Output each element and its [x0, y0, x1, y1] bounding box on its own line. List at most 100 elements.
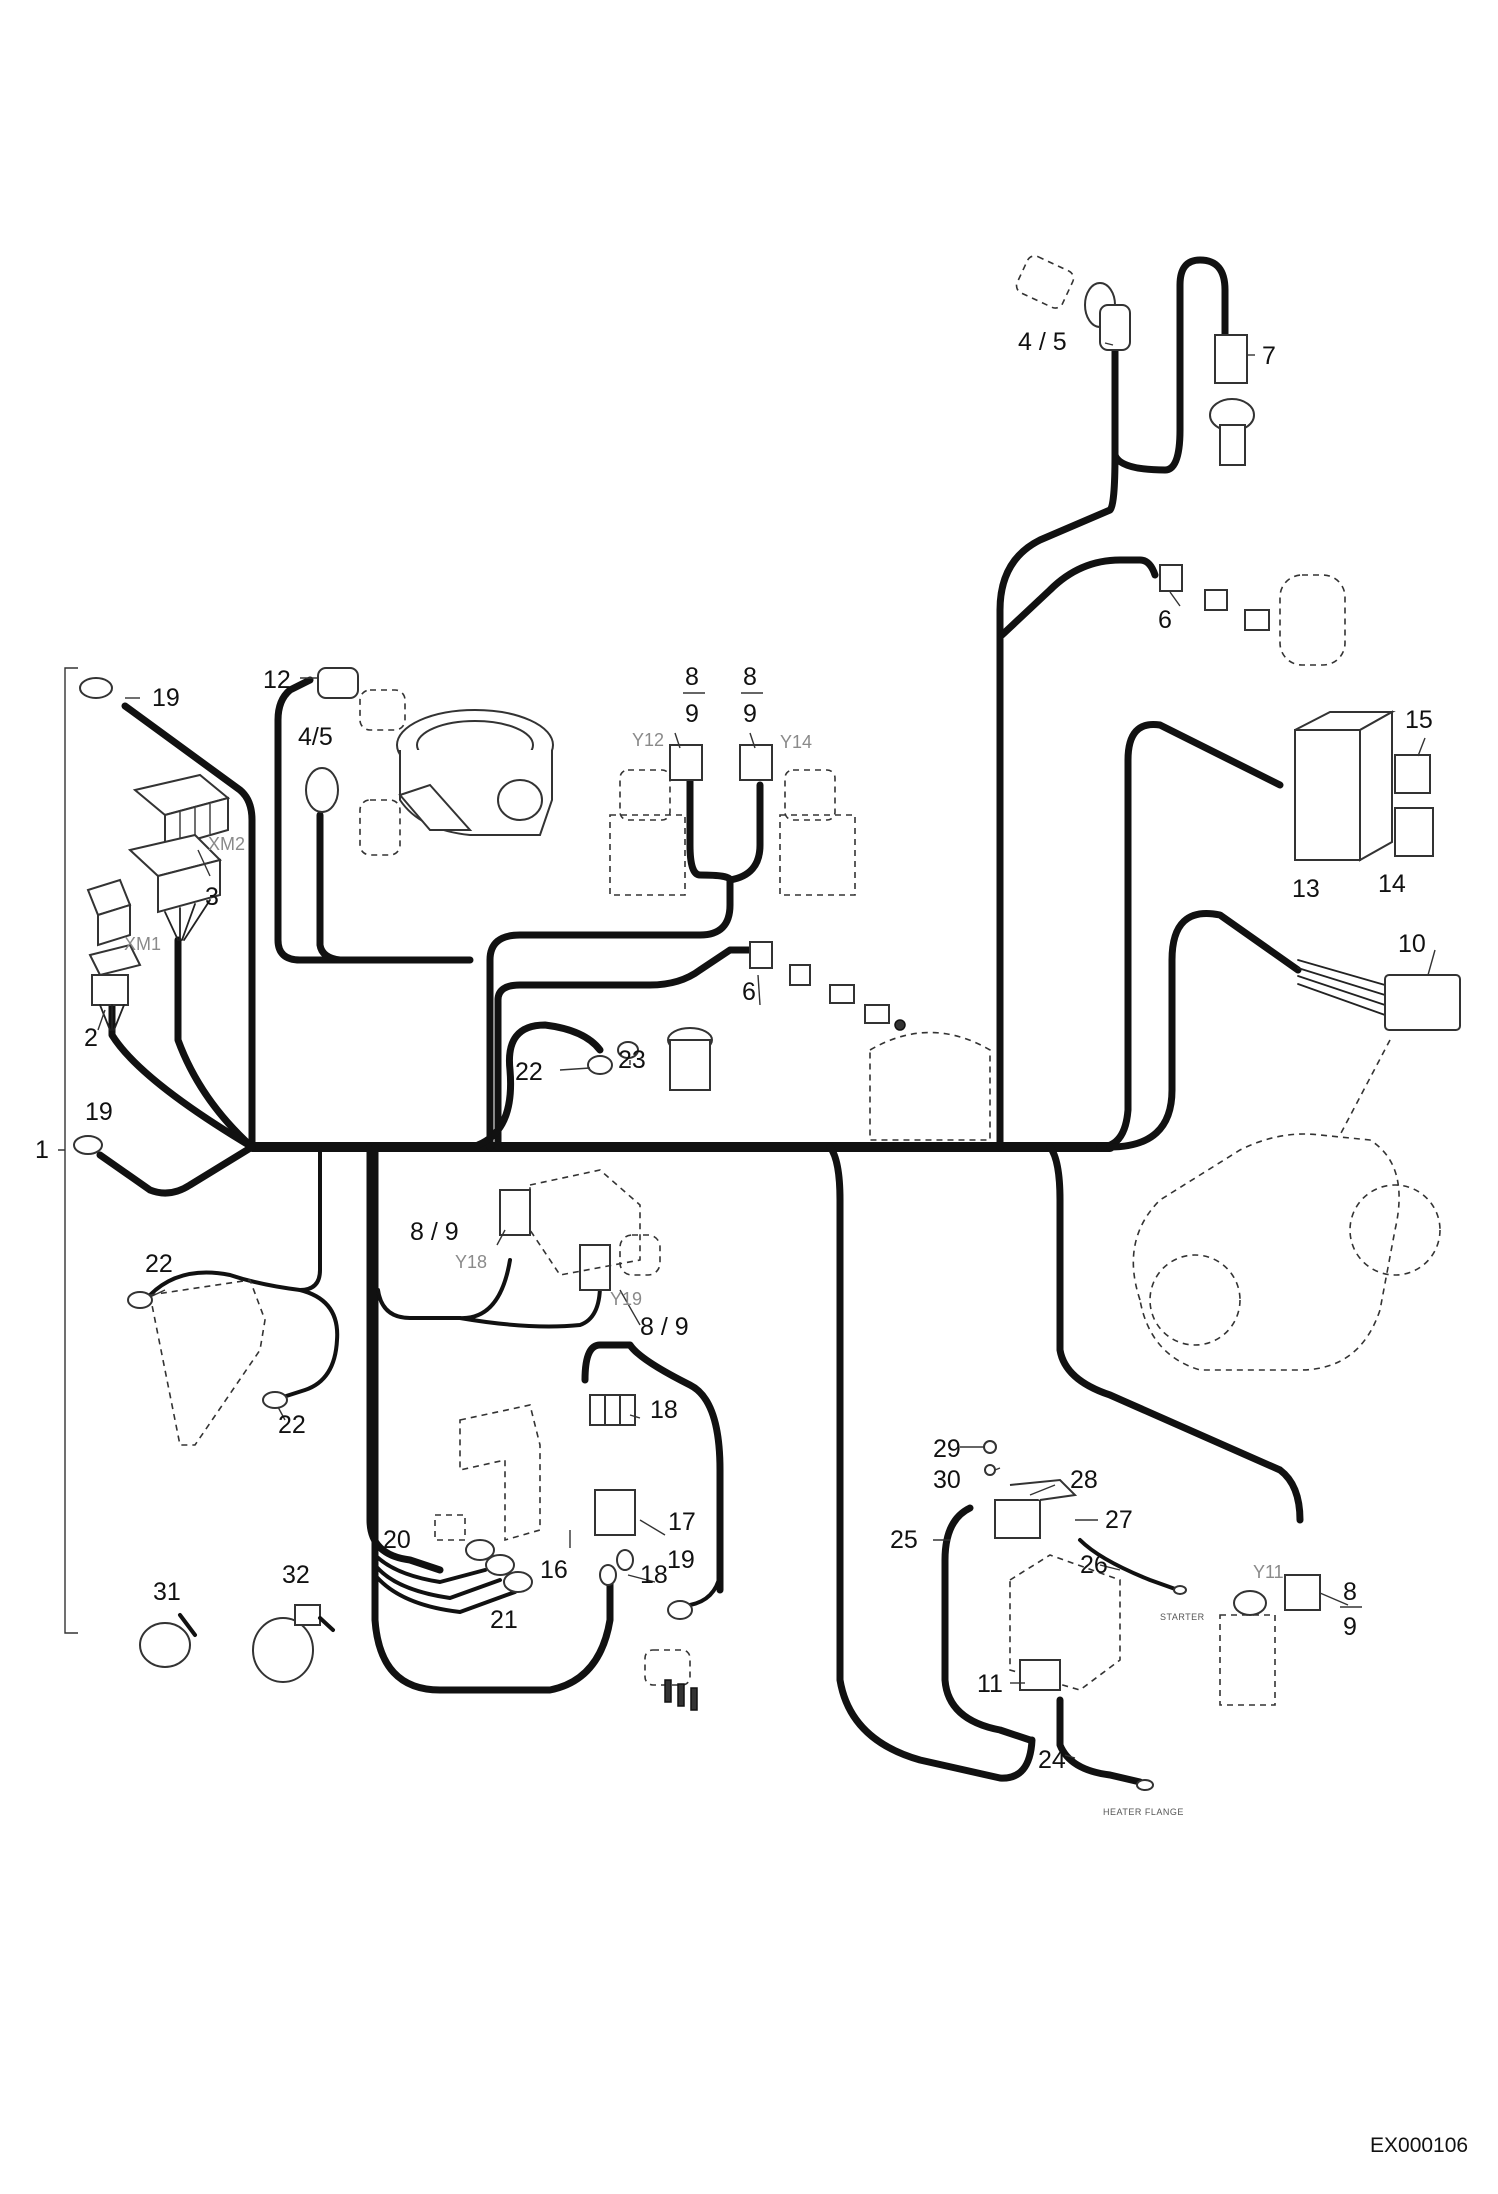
callout-89-y19: 8 / 9: [640, 1313, 689, 1341]
ref-y18: Y18: [455, 1252, 487, 1272]
branch-valves-top: [486, 876, 734, 1151]
sensor-12-housing: [317, 667, 554, 836]
branch-6-top: [998, 556, 1159, 639]
callout-45-left: 4/5: [298, 723, 333, 751]
callout-14: 14: [1378, 870, 1406, 898]
sensor-45-left: [305, 767, 401, 856]
bracket-22: [127, 1279, 288, 1446]
callout-15: 15: [1405, 706, 1433, 734]
connector-10: [1297, 959, 1461, 1136]
connector-3: [127, 833, 222, 941]
callout-19-mid: 19: [85, 1098, 113, 1126]
branch-11: [826, 1143, 1036, 1782]
branch-12: [274, 676, 474, 964]
callout-11: 11: [977, 1670, 1003, 1698]
callout-8-top-b: 8: [743, 663, 757, 691]
branch-19-top: [121, 702, 256, 1151]
callout-24: 24: [1038, 1746, 1066, 1774]
callout-16: 16: [540, 1556, 568, 1584]
branch-13: [1096, 720, 1284, 1151]
callout-25: 25: [890, 1526, 918, 1554]
callout-32: 32: [282, 1561, 310, 1589]
engine: [1132, 1133, 1441, 1371]
branch-22-left: [138, 1145, 322, 1302]
callout-8-top-a: 8: [685, 663, 699, 691]
branch-lower-loop: [371, 1143, 614, 1694]
callout-9-y11: 9: [1343, 1613, 1357, 1641]
branch-25: [941, 1504, 1034, 1744]
connector-6-mid: [749, 941, 991, 1141]
annotation-heater-flange: HEATER FLANGE: [1103, 1807, 1184, 1817]
callout-18-bot: 18: [640, 1561, 668, 1589]
connector-xm2: [132, 773, 231, 850]
valve-y11: [1219, 1574, 1321, 1706]
ring-terminal-19-top: [79, 677, 113, 699]
callout-1: 1: [35, 1136, 49, 1164]
box-11: [1009, 1554, 1187, 1791]
terminal-23: [587, 1027, 713, 1091]
clamp-32: [252, 1604, 335, 1683]
callout-22-low: 22: [278, 1411, 306, 1439]
callout-20: 20: [383, 1526, 411, 1554]
connector-6-top: [1159, 564, 1346, 666]
callout-8-y11: 8: [1343, 1578, 1357, 1606]
branch-10: [1106, 910, 1302, 1151]
ring-terminal-19-left: [73, 1135, 103, 1155]
ref-y19: Y19: [610, 1289, 642, 1309]
ref-y14: Y14: [780, 732, 812, 752]
callout-18-top: 18: [650, 1396, 678, 1424]
callout-27: 27: [1105, 1506, 1133, 1534]
callout-9-top-b: 9: [743, 700, 757, 728]
connector-xm1: [86, 878, 132, 947]
branch-22-low: [278, 1288, 340, 1400]
ref-xm1: XM1: [124, 934, 161, 954]
drawing-code: EX000106: [1370, 2134, 1468, 2157]
callout-13: 13: [1292, 875, 1320, 903]
branch-3: [174, 936, 256, 1151]
callout-22-left: 22: [145, 1250, 173, 1278]
ref-y11: Y11: [1253, 1562, 1284, 1582]
callout-9-top-a: 9: [685, 700, 699, 728]
reference-designators: XM2 XM1 Y12 Y14 Y18 Y19 Y11: [124, 730, 1284, 1582]
callout-31: 31: [153, 1578, 181, 1606]
callout-22-center: 22: [515, 1058, 543, 1086]
callout-19-bot: 19: [667, 1546, 695, 1574]
callout-26: 26: [1080, 1551, 1108, 1579]
branch-26: [1078, 1538, 1180, 1592]
callout-28: 28: [1070, 1466, 1098, 1494]
sensor-45-top: [1015, 255, 1131, 351]
relay-27-28: [983, 1440, 1078, 1539]
valve-y12: [609, 744, 703, 896]
callout-6-mid: 6: [742, 978, 756, 1006]
callout-2: 2: [84, 1024, 98, 1052]
annotation-starter: STARTER: [1160, 1612, 1205, 1622]
branch-24: [1056, 1696, 1144, 1786]
callout-29: 29: [933, 1435, 961, 1463]
valve-y14: [739, 744, 856, 896]
callout-30: 30: [933, 1466, 961, 1494]
callout-7: 7: [1262, 342, 1276, 370]
valve-y18-y19: [499, 1169, 661, 1291]
ref-xm2: XM2: [208, 834, 245, 854]
switch-7: [1209, 334, 1255, 466]
callout-89-y18: 8 / 9: [410, 1218, 459, 1246]
branch-6-mid: [494, 946, 759, 1151]
components: [73, 255, 1461, 1791]
callout-12: 12: [263, 666, 291, 694]
branch-y11: [1046, 1143, 1304, 1524]
bracket-item-1: [58, 667, 78, 1634]
leader-lines: [97, 342, 1436, 1759]
callout-3: 3: [205, 883, 219, 911]
callout-6-top: 6: [1158, 606, 1172, 634]
branch-19-left: [96, 1143, 256, 1197]
bracket-16-17: [459, 1394, 636, 1586]
branch-right-up: [996, 256, 1229, 1151]
branch-18-loop: [581, 1341, 724, 1594]
branch-y18-y19: [376, 1258, 602, 1329]
relay-15: [1394, 754, 1431, 794]
branch-45-left: [316, 811, 344, 964]
branch-22-23: [474, 1021, 604, 1149]
branch-2: [108, 986, 256, 1151]
branch-lower-left: [366, 1143, 444, 1574]
